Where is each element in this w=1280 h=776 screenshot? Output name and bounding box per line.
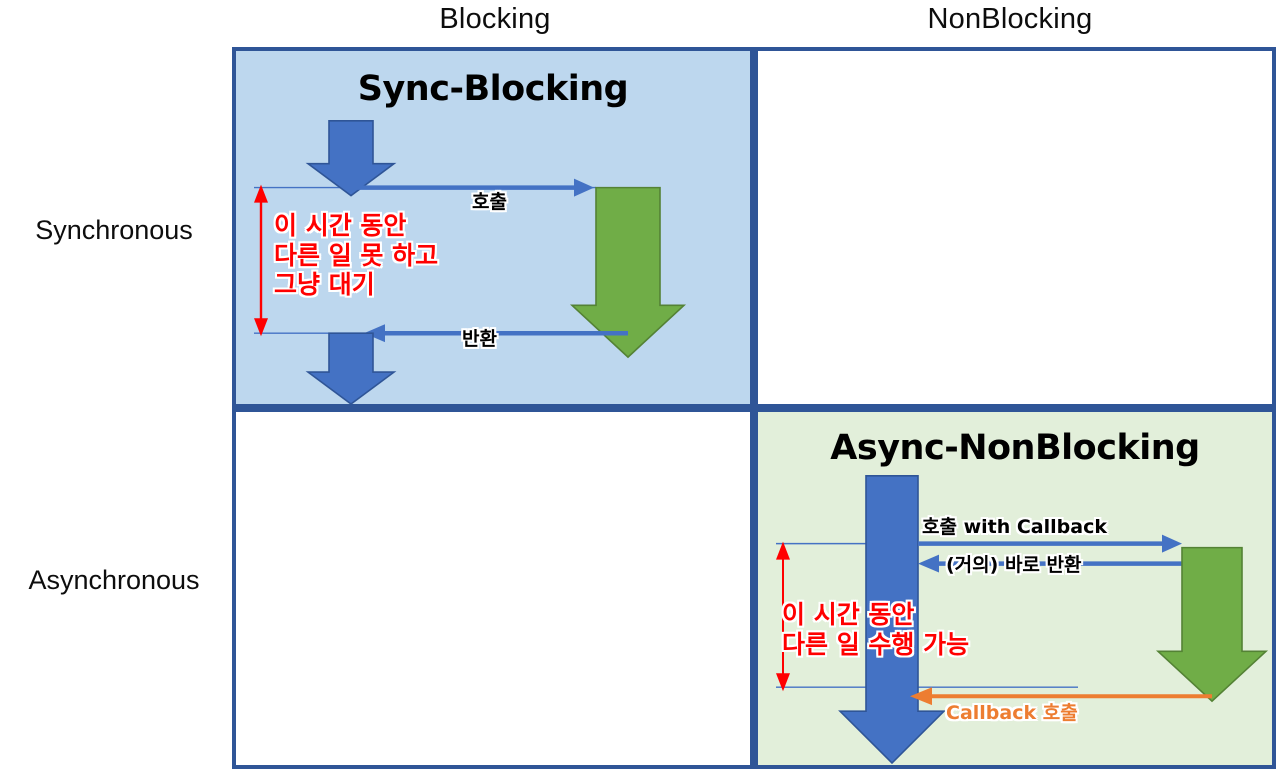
column-header-nonblocking: NonBlocking bbox=[927, 3, 1093, 35]
label-call-sync: 호출 bbox=[472, 191, 507, 213]
row-header-synchronous: Synchronous bbox=[35, 215, 193, 245]
duration-arrow-sync bbox=[254, 184, 268, 337]
callback-arrow bbox=[910, 687, 1212, 706]
quadrant-sync-blocking: Sync-Blocking bbox=[232, 47, 754, 408]
free-note-line-2: 다른 일 수행 가능 bbox=[782, 629, 970, 659]
wait-note-line-3: 그냥 대기 bbox=[274, 270, 375, 299]
return-arrow-sync bbox=[364, 324, 628, 343]
label-call-with-callback: 호출 with Callback bbox=[922, 516, 1107, 538]
quadrant-async-nonblocking: Async-NonBlocking bbox=[754, 408, 1276, 769]
caller-arrow-bottom bbox=[305, 332, 397, 404]
wait-note-line-2: 다른 일 못 하고 bbox=[274, 240, 439, 270]
call-arrow-sync bbox=[356, 178, 594, 197]
sync-blocking-flow-graphic bbox=[254, 120, 687, 404]
call-with-callback-arrow bbox=[918, 534, 1182, 553]
quadrant-title-async-nonblocking: Async-NonBlocking bbox=[830, 428, 1200, 468]
free-note-line-1: 이 시간 동안 bbox=[782, 600, 915, 629]
callee-arrow-async bbox=[1155, 546, 1269, 703]
label-callback-invocation: Callback 호출 bbox=[946, 702, 1078, 724]
quadrant-async-blocking bbox=[232, 408, 754, 769]
caller-arrow-top bbox=[305, 120, 397, 197]
wait-note-line-1: 이 시간 동안 bbox=[274, 211, 407, 240]
column-header-blocking: Blocking bbox=[439, 3, 551, 35]
immediate-return-arrow bbox=[918, 554, 1182, 573]
label-immediate-return: (거의) 바로 반환 bbox=[946, 554, 1082, 576]
caller-arrow-async bbox=[838, 475, 946, 765]
label-return-sync: 반환 bbox=[462, 328, 497, 350]
callee-arrow-sync bbox=[569, 186, 687, 359]
quadrant-title-sync-blocking: Sync-Blocking bbox=[357, 69, 629, 109]
quadrant-grid: Sync-Blocking bbox=[232, 47, 1276, 769]
quadrant-sync-nonblocking bbox=[754, 47, 1276, 408]
async-nonblocking-flow-graphic bbox=[776, 475, 1269, 765]
label-free-note-async: 이 시간 동안 다른 일 수행 가능 bbox=[782, 600, 969, 659]
label-wait-note-sync: 이 시간 동안 다른 일 못 하고 그냥 대기 bbox=[274, 211, 438, 300]
duration-arrow-async bbox=[776, 541, 790, 692]
row-header-asynchronous: Asynchronous bbox=[28, 565, 200, 595]
